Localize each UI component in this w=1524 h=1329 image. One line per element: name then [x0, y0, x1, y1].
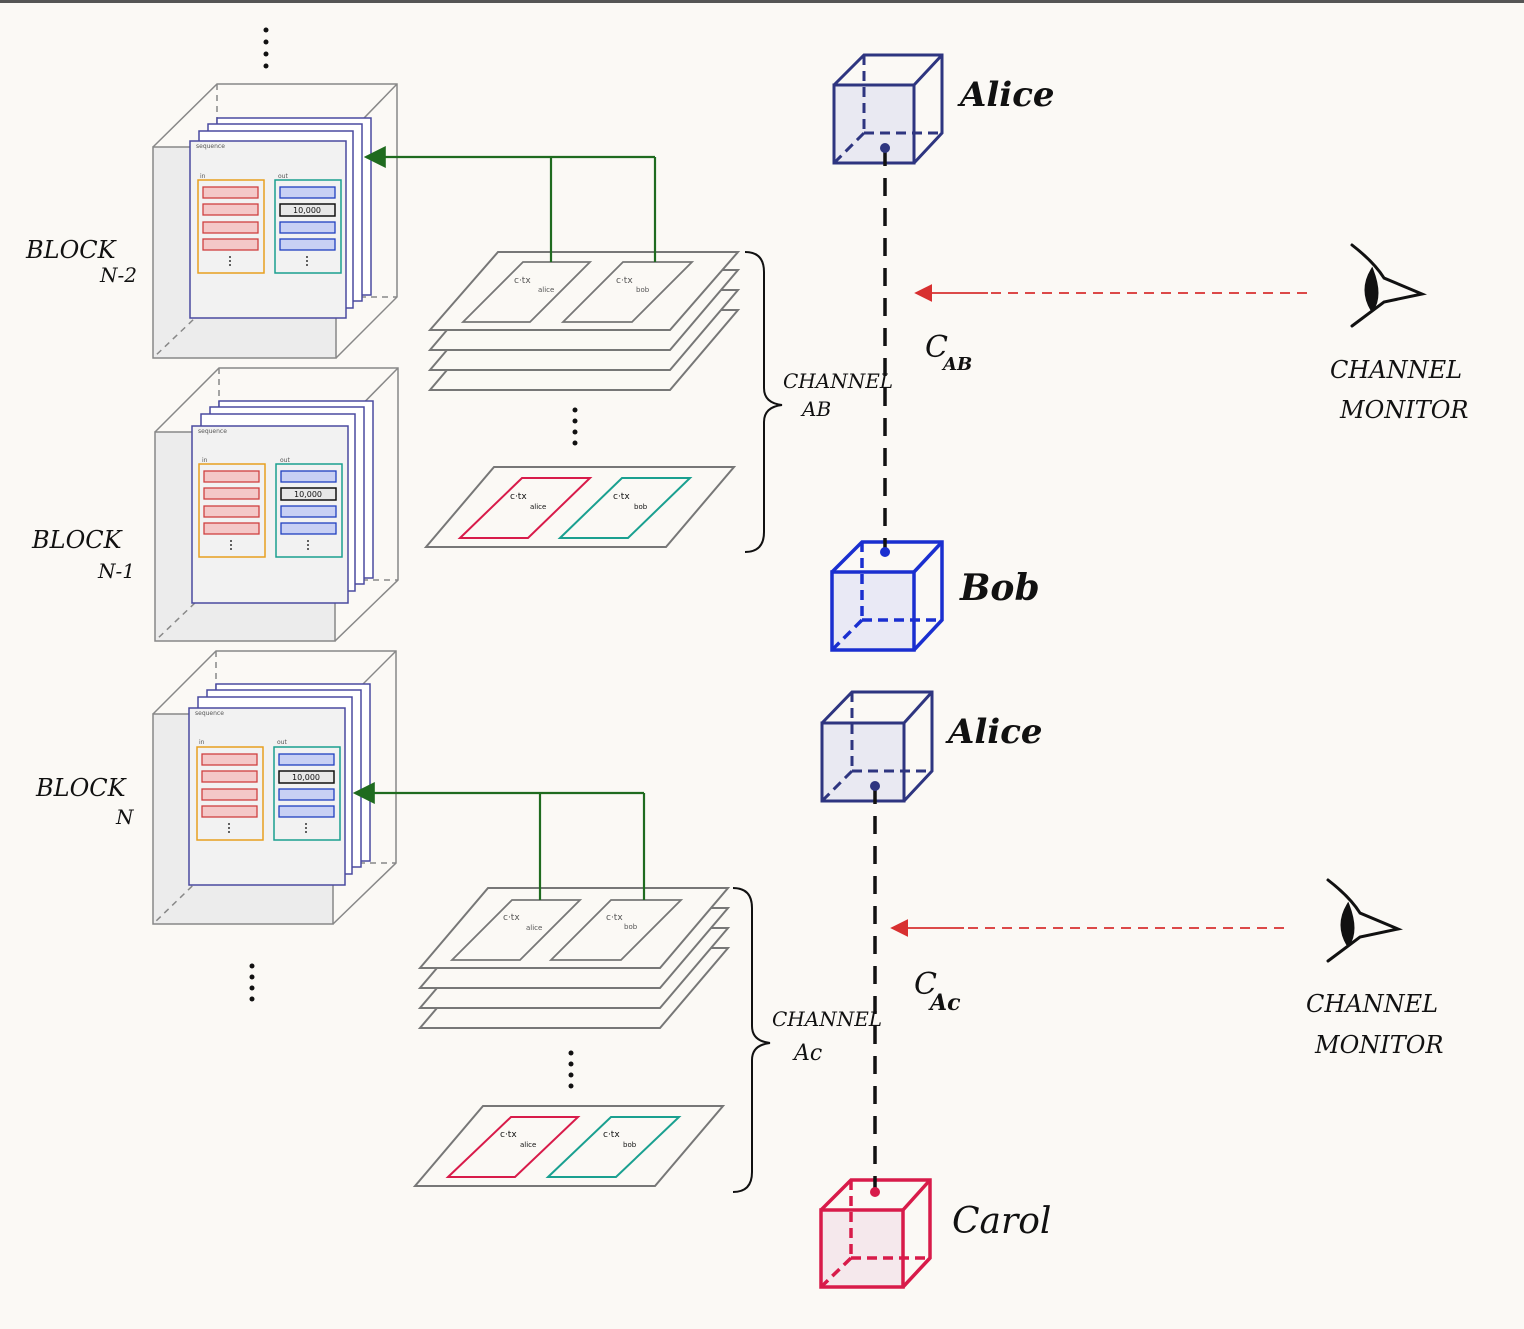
channel-settlement-arrow [363, 146, 657, 262]
channel-brace [732, 887, 771, 1193]
channel-label: CHANNEL [783, 369, 893, 393]
block-sub-label: N [115, 805, 135, 829]
in-label: in [202, 457, 208, 464]
channel-edge-sub: AB [941, 354, 972, 375]
tx-bob-label: c·tx [616, 276, 633, 286]
cube-icon [820, 690, 934, 803]
monitor-label: CHANNEL [1306, 990, 1438, 1018]
in-label: in [199, 739, 205, 746]
block-label: BLOCK [35, 774, 128, 802]
tx-alice-label: c·tx [503, 913, 520, 923]
monitor-label-sub: MONITOR [1314, 1031, 1443, 1059]
channel-label: CHANNEL [772, 1007, 882, 1031]
tx-bob-last-label: c·tx [613, 492, 630, 502]
cube-icon [830, 540, 944, 652]
out-label: out [277, 739, 287, 746]
tx-alice-label: c·tx [514, 276, 531, 286]
eye-icon [1326, 878, 1404, 963]
channel-label-sub: Ac [792, 1041, 822, 1066]
block-header-label: sequence [196, 143, 225, 150]
party-name-alice: Alice [957, 75, 1055, 115]
channel-brace [744, 251, 783, 553]
block-value: 10,000 [292, 773, 320, 782]
block-header-label: sequence [198, 428, 227, 435]
channel-ac-stack: c·tx alice c·tx bob c·tx alice c·tx bob … [412, 887, 882, 1193]
channel-edge-sub: Ac [928, 990, 961, 1016]
block-n-1: sequence in out 10,000 BLOCK N-1 [31, 367, 399, 642]
eye-icon [1350, 243, 1428, 328]
top-border [0, 0, 1524, 3]
tx-bob-label: c·tx [606, 913, 623, 923]
block-header-label: sequence [195, 710, 224, 717]
block-sub-label: N-1 [97, 559, 135, 583]
tx-alice-last-label: c·tx [500, 1130, 517, 1140]
tx-bob-last-sub: bob [634, 503, 648, 511]
tx-alice-last-sub: alice [530, 503, 546, 511]
party-name-carol: Carol [952, 1201, 1051, 1242]
block-n-2: sequence in out 10,000 BLOCK N-2 [25, 83, 398, 359]
channel-label-sub: AB [800, 397, 831, 421]
block-value: 10,000 [293, 206, 321, 215]
tx-alice-last-sub: alice [520, 1141, 536, 1149]
ellipsis-icon [263, 27, 269, 69]
channel-ab-stack: c·tx alice c·tx bob c·tx alice c·tx bob … [423, 251, 893, 553]
cube-icon [832, 53, 944, 165]
ellipsis-icon [572, 407, 578, 446]
out-label: out [280, 457, 290, 464]
tx-bob-sub: bob [636, 286, 650, 294]
block-n: sequence in out 10,000 BLOCK N [35, 650, 397, 925]
tx-alice-sub: alice [526, 924, 542, 932]
channel-edge-label: C [925, 330, 948, 365]
ellipsis-icon [568, 1050, 574, 1089]
tx-alice-last-label: c·tx [510, 492, 527, 502]
channel-edge-label: C [914, 967, 937, 1002]
party-name-bob: Bob [959, 567, 1040, 609]
block-label: BLOCK [25, 236, 118, 264]
ellipsis-icon [249, 963, 255, 1002]
block-sub-label: N-2 [99, 263, 137, 287]
out-label: out [278, 173, 288, 180]
cube-icon [819, 1178, 932, 1289]
channel-settlement-arrow [352, 782, 646, 900]
block-value: 10,000 [294, 490, 322, 499]
tx-bob-sub: bob [624, 923, 638, 931]
party-name-alice: Alice [945, 712, 1043, 752]
tx-bob-last-label: c·tx [603, 1130, 620, 1140]
monitor-label: CHANNEL [1330, 356, 1462, 384]
tx-bob-last-sub: bob [623, 1141, 637, 1149]
in-label: in [200, 173, 206, 180]
tx-alice-sub: alice [538, 286, 554, 294]
monitor-label-sub: MONITOR [1339, 396, 1468, 424]
block-label: BLOCK [31, 526, 124, 554]
